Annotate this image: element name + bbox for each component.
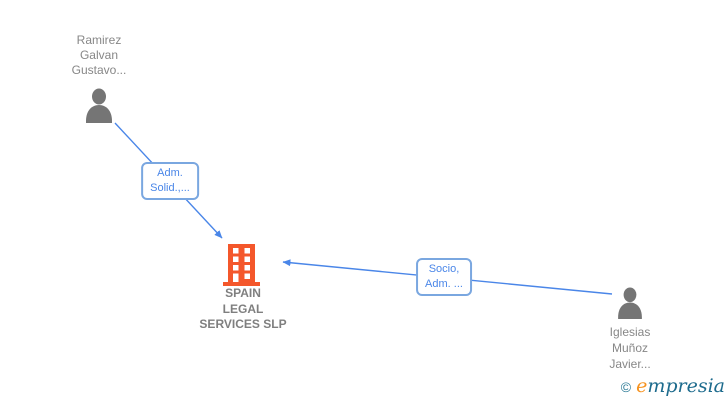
node-label-iglesias: Iglesias Muñoz Javier... xyxy=(609,324,650,372)
node-label-line: Ramirez xyxy=(76,33,122,47)
person-icon xyxy=(618,287,642,319)
building-icon xyxy=(223,244,260,286)
person-icon xyxy=(86,88,112,123)
edge-label-line: Adm. xyxy=(157,167,183,179)
edge-label-socio[interactable]: Socio, Adm. ... xyxy=(416,258,472,296)
node-label-line: LEGAL xyxy=(222,301,264,316)
node-label-company: SPAIN LEGAL SERVICES SLP xyxy=(199,286,286,333)
node-label-line: Gustavo... xyxy=(71,63,127,77)
node-label-line: SPAIN xyxy=(225,286,261,300)
empresia-wordmark: empresia xyxy=(636,377,725,396)
node-label-line: Muñoz xyxy=(611,341,649,355)
edge-label-adm[interactable]: Adm. Solid.,... xyxy=(141,162,199,200)
node-label-line: Iglesias xyxy=(609,325,651,339)
edge-label-line: Solid.,... xyxy=(150,182,190,194)
node-label-line: SERVICES SLP xyxy=(199,317,287,331)
node-label-ramirez: Ramirez Galvan Gustavo... xyxy=(72,33,127,78)
copyright-icon: © xyxy=(620,378,632,395)
empresia-logo[interactable]: © empresia xyxy=(621,377,725,396)
node-label-line: Galvan xyxy=(79,48,119,62)
logo-initial: e xyxy=(636,375,648,397)
logo-rest: mpresia xyxy=(647,375,725,397)
edge-label-line: Adm. ... xyxy=(425,278,463,290)
edge-label-line: Socio, xyxy=(428,263,460,275)
node-label-line: Javier... xyxy=(609,357,651,371)
